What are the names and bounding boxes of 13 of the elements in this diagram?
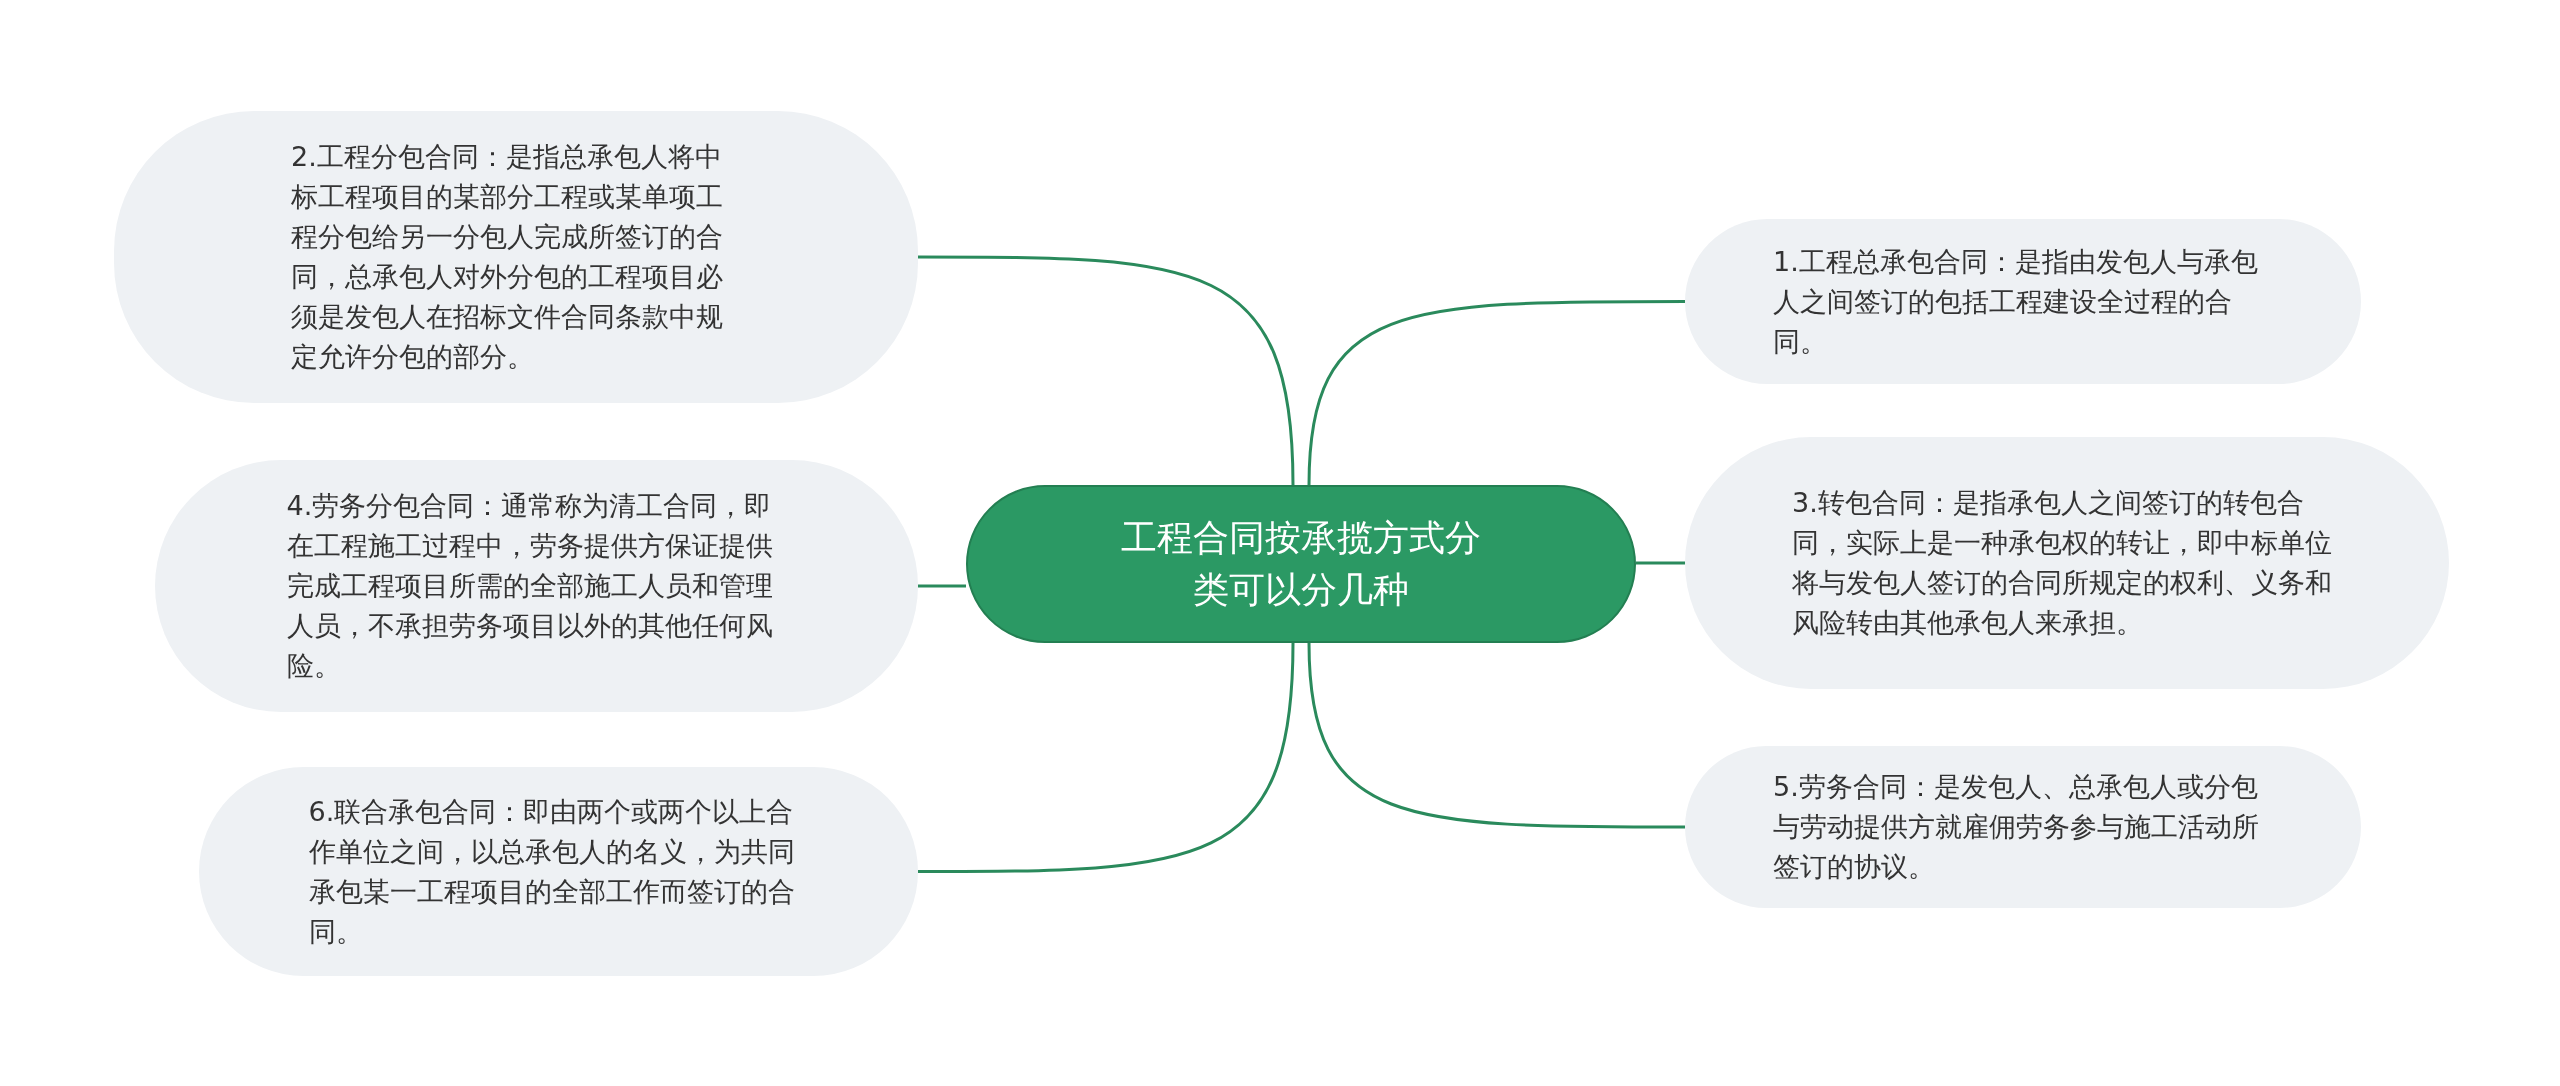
central-topic-text: 工程合同按承揽方式分类可以分几种 (1120, 516, 1482, 612)
connector-line (1307, 642, 1685, 829)
connector-line (1307, 300, 1685, 486)
topic-text: 1.工程总承包合同：是指由发包人与承包人之间签订的包括工程建设全过程的合同。 (1773, 244, 2259, 359)
topic-text: 6.联合承包合同：即由两个或两个以上合作单位之间，以总承包人的名义，为共同承包某一工程项目的全部工作而签订的合同。 (308, 794, 796, 949)
topic-text: 5.劳务合同：是发包人、总承包人或分包与劳动提供方就雇佣劳务参与施工活动所签订的协议。 (1773, 770, 2260, 884)
connector-line (918, 642, 1295, 873)
topic-text: 4.劳务分包合同：通常称为清工合同，即在工程施工过程中，劳务提供方保证提供完成工程项目所需的全部施工人员和管理人员，不承担劳务项目以外的其他任何风险。 (286, 489, 774, 683)
topic-text: 2.工程分包合同：是指总承包人将中标工程项目的某部分工程或某单项工程分包给另一分包人完成所签订的合同，总承包人对外分包的工程项目必须是发包人在招标文件合同条款中规定允许分包的部分。 (291, 140, 724, 374)
connector-line (918, 255, 1295, 486)
topic-text: 3.转包合同：是指承包人之间签订的转包合同，实际上是一种承包权的转让，即中标单位将与发包人签订的合同所规定的权利、义务和风险转由其他承包人来承担。 (1792, 486, 2333, 640)
connector-line (918, 584, 966, 588)
connector-line (1636, 561, 1685, 565)
